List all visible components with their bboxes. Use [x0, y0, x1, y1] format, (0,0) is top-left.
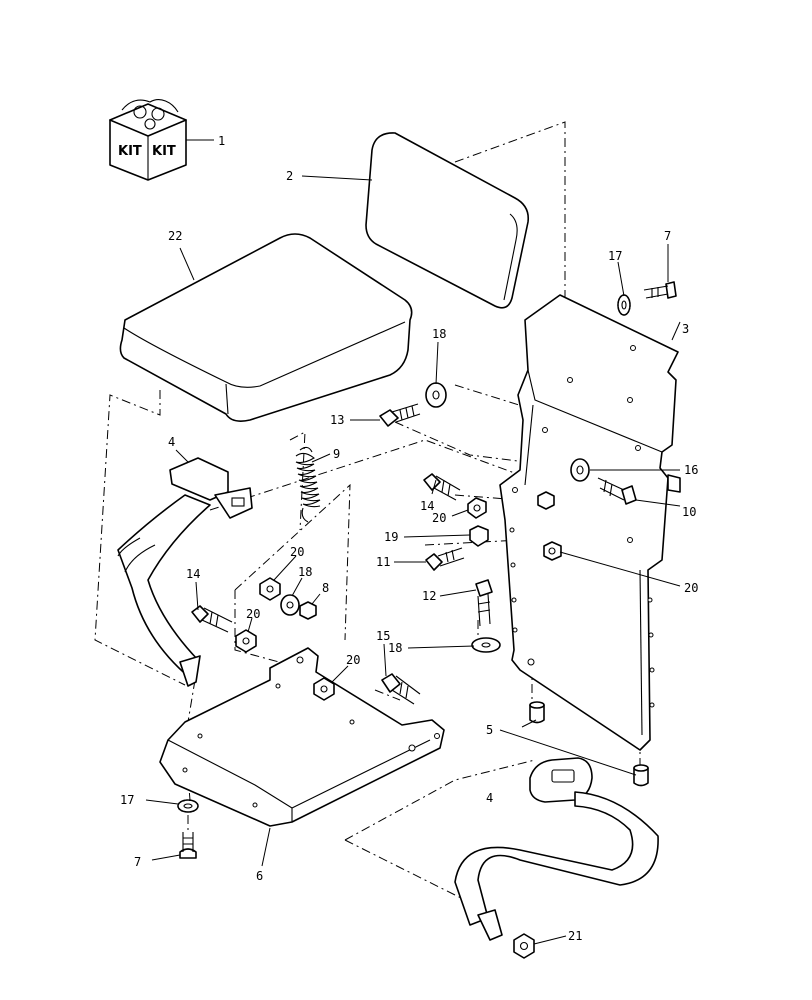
- leader-lines: [145, 139, 681, 945]
- backrest-cushion: [365, 132, 530, 309]
- nut-21: [513, 933, 535, 959]
- callout-7-bottom: 7: [134, 855, 141, 869]
- callout-14-right: 14: [420, 499, 434, 513]
- callout-4-left: 4: [168, 435, 175, 449]
- callout-11: 11: [376, 555, 390, 569]
- bolt-15: [381, 673, 421, 705]
- callout-2: 2: [286, 169, 293, 183]
- seat-back-bracket: [499, 294, 681, 751]
- callout-10: 10: [682, 505, 696, 519]
- washer-18-top: [425, 382, 447, 408]
- seat-cushion: [119, 233, 413, 422]
- callout-7-top: 7: [664, 229, 671, 243]
- seat-pan: [159, 647, 445, 827]
- nut-20-b: [259, 577, 281, 601]
- callout-4-right: 4: [486, 791, 493, 805]
- nut-19: [469, 525, 489, 547]
- nut-20-d: [313, 677, 335, 701]
- callout-20-b: 20: [290, 545, 304, 559]
- spacer-5-a: [529, 701, 545, 724]
- nut-20-a: [467, 497, 487, 519]
- washer-18-mid: [280, 594, 300, 616]
- callout-19: 19: [384, 530, 398, 544]
- lock-washer-17-top: [617, 294, 631, 316]
- callout-3: 3: [682, 322, 689, 336]
- seat-belt-buckle-left: [117, 457, 253, 687]
- bolt-14-left: [191, 605, 233, 633]
- lock-washer-17-bottom: [177, 799, 199, 813]
- callout-15: 15: [376, 629, 390, 643]
- bolt-13: [379, 403, 421, 427]
- nut-20-c: [235, 629, 257, 653]
- nut-small-bracket: [537, 491, 555, 510]
- callout-16: 16: [684, 463, 698, 477]
- spacer-5-b: [633, 764, 649, 787]
- callout-13: 13: [330, 413, 344, 427]
- callout-20-e: 20: [684, 581, 698, 595]
- kit-label-right: KIT: [152, 144, 176, 159]
- bolt-14-right: [423, 473, 461, 501]
- bolt-7-top: [643, 281, 677, 299]
- callout-labels: 1 2 3 4 4 5 6 7 7 8 9 10 11 12 13 14 14 …: [120, 134, 698, 943]
- bolt-7-bottom: [179, 832, 197, 859]
- bolt-12: [475, 579, 493, 627]
- callout-18-top: 18: [432, 327, 446, 341]
- callout-14-left: 14: [186, 567, 200, 581]
- spring: [295, 446, 321, 523]
- callout-22: 22: [168, 229, 182, 243]
- callout-6: 6: [256, 869, 263, 883]
- callout-17-bottom: 17: [120, 793, 134, 807]
- callout-1: 1: [218, 134, 225, 148]
- callout-8: 8: [322, 581, 329, 595]
- washer-16: [570, 458, 590, 482]
- callout-5: 5: [486, 723, 493, 737]
- callout-17-top: 17: [608, 249, 622, 263]
- callout-20-a: 20: [432, 511, 446, 525]
- callout-20-c: 20: [246, 607, 260, 621]
- seat-belt-buckle-right: [454, 757, 659, 941]
- callout-18-mid: 18: [298, 565, 312, 579]
- bolt-11: [425, 547, 465, 571]
- callout-12: 12: [422, 589, 436, 603]
- kit-box-icon: KIT KIT: [109, 99, 187, 181]
- callout-21: 21: [568, 929, 582, 943]
- callout-18-bottom: 18: [388, 641, 402, 655]
- callout-9: 9: [333, 447, 340, 461]
- callout-20-d: 20: [346, 653, 360, 667]
- nut-20-bracket: [543, 541, 562, 561]
- washer-18-bottom: [471, 637, 501, 653]
- kit-label-left: KIT: [118, 144, 142, 159]
- nut-8: [299, 601, 317, 620]
